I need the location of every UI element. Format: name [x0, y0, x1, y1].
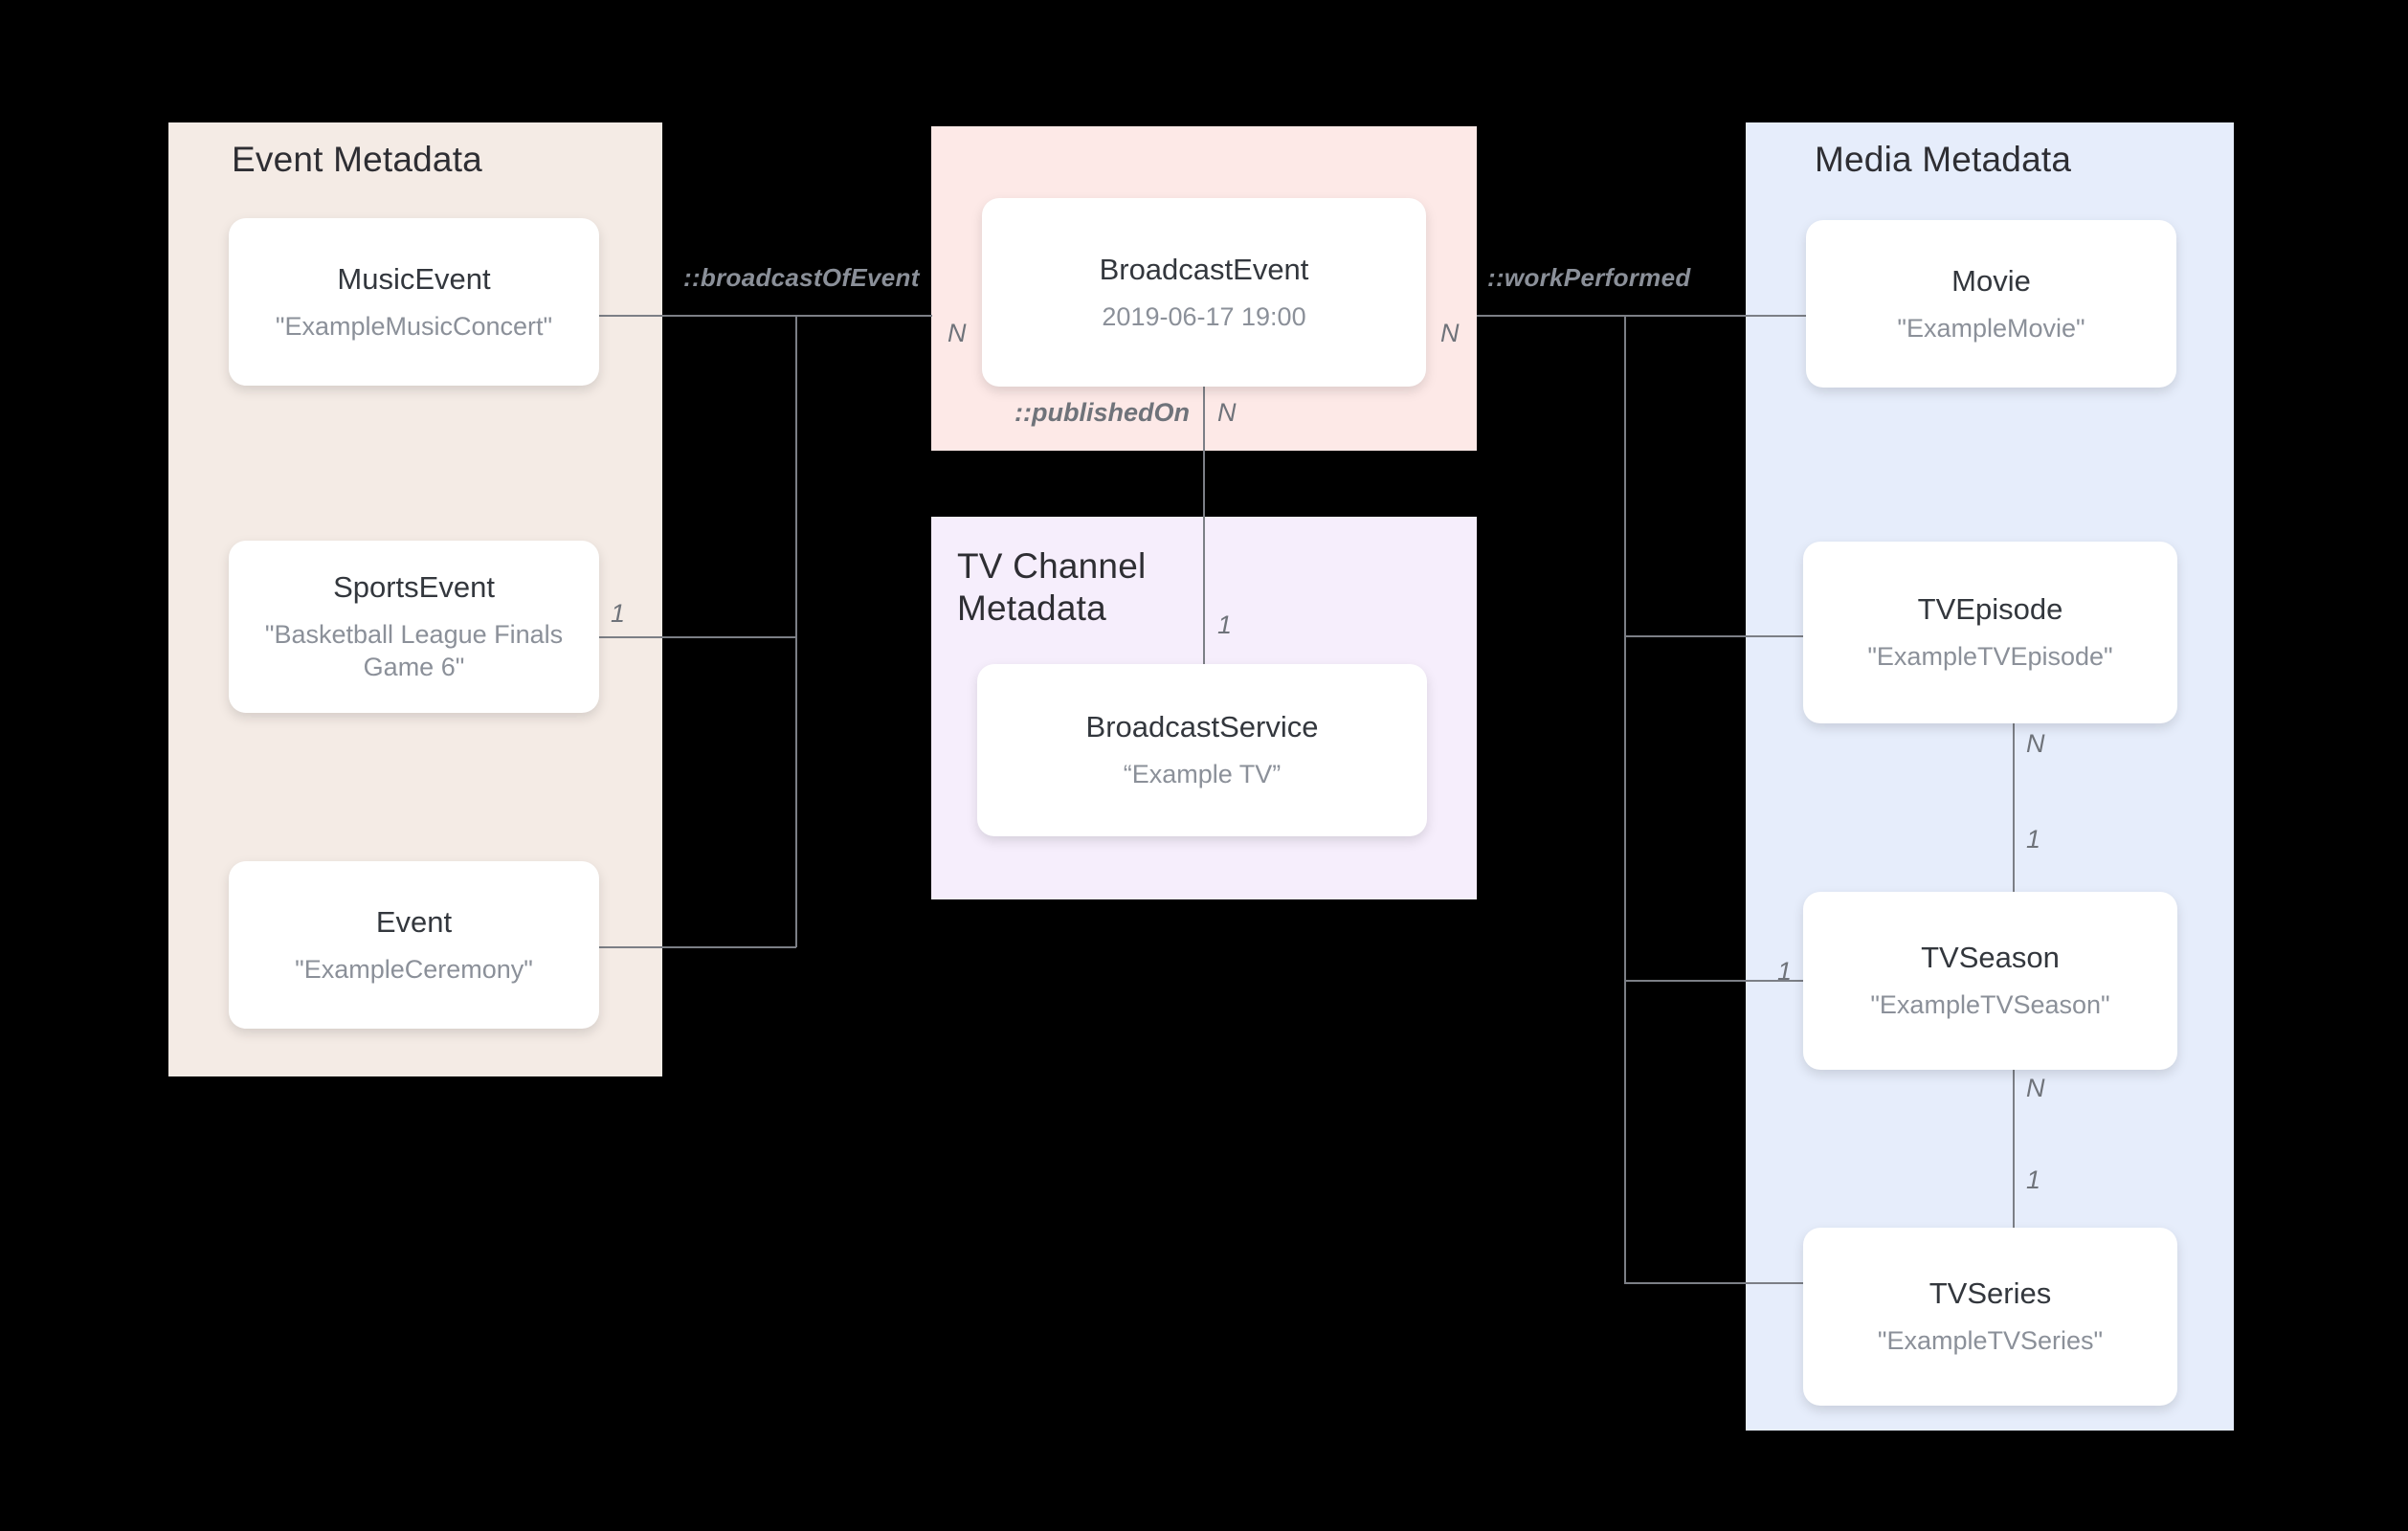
cardinality-broadcastevent-right: N	[1440, 319, 1460, 347]
node-tvepisode-title: TVEpisode	[1917, 592, 2063, 627]
cardinality-broadcastevent-left: N	[948, 319, 967, 347]
group-title-event-metadata: Event Metadata	[232, 140, 482, 179]
node-musicevent-title: MusicEvent	[337, 261, 491, 296]
node-tvepisode-value: "ExampleTVEpisode"	[1867, 642, 2113, 672]
relation-label-workperformed: ::workPerformed	[1487, 263, 1691, 292]
edge-sportsevent-trunk	[599, 636, 796, 638]
node-sportsevent-value: "Basketball League Finals Game 6"	[264, 619, 564, 682]
node-musicevent-value: "ExampleMusicConcert"	[275, 311, 553, 341]
cardinality-tvseason-n: N	[2026, 1074, 2045, 1102]
node-broadcastevent[interactable]: BroadcastEvent 2019-06-17 19:00	[982, 198, 1426, 387]
cardinality-tvepisode-n: N	[2026, 729, 2045, 758]
edge-publishedon-vertical	[1203, 387, 1205, 664]
node-sportsevent-title: SportsEvent	[333, 570, 495, 605]
edge-trunk-to-tvseason	[1624, 980, 1806, 982]
group-title-tv-channel-metadata: TV Channel Metadata	[957, 546, 1147, 628]
node-broadcastservice-title: BroadcastService	[1085, 710, 1319, 744]
node-broadcastevent-title: BroadcastEvent	[1099, 252, 1309, 286]
cardinality-broadcastevent-bottom: N	[1217, 398, 1237, 427]
node-tvseason-title: TVSeason	[1921, 941, 2060, 975]
node-movie-value: "ExampleMovie"	[1897, 313, 2085, 343]
node-tvseason-value: "ExampleTVSeason"	[1870, 990, 2110, 1020]
node-tvseries-title: TVSeries	[1929, 1276, 2052, 1311]
edge-workperformed-out	[1477, 315, 1626, 317]
cardinality-tvseason-left-one: 1	[1777, 957, 1793, 986]
node-event[interactable]: Event "ExampleCeremony"	[229, 861, 599, 1029]
cardinality-tvseason-top-one: 1	[2026, 825, 2041, 854]
edge-musicevent-trunk	[599, 315, 932, 317]
node-event-value: "ExampleCeremony"	[295, 954, 533, 984]
relation-label-broadcastofevent: ::broadcastOfEvent	[683, 263, 920, 292]
node-broadcastevent-value: 2019-06-17 19:00	[1102, 301, 1306, 331]
cardinality-broadcastservice: 1	[1217, 610, 1233, 639]
node-tvseries-value: "ExampleTVSeries"	[1877, 1326, 2104, 1356]
edge-event-vertical-trunk	[795, 315, 797, 947]
relation-label-publishedon: ::publishedOn	[1014, 398, 1190, 427]
cardinality-tvseries-one: 1	[2026, 1165, 2041, 1194]
node-tvseason[interactable]: TVSeason "ExampleTVSeason"	[1803, 892, 2177, 1070]
group-title-media-metadata: Media Metadata	[1815, 140, 2072, 179]
node-broadcastservice[interactable]: BroadcastService “Example TV”	[977, 664, 1427, 836]
node-movie-title: Movie	[1951, 263, 2031, 298]
node-broadcastservice-value: “Example TV”	[1123, 760, 1282, 789]
node-movie[interactable]: Movie "ExampleMovie"	[1806, 220, 2176, 388]
edge-media-vertical-trunk	[1624, 315, 1626, 1283]
node-musicevent[interactable]: MusicEvent "ExampleMusicConcert"	[229, 218, 599, 386]
edge-tvseason-tvseries	[2013, 1070, 2015, 1244]
edge-event-trunk	[599, 946, 796, 948]
node-tvseries[interactable]: TVSeries "ExampleTVSeries"	[1803, 1228, 2177, 1406]
edge-trunk-to-tvseries	[1624, 1282, 1806, 1284]
node-tvepisode[interactable]: TVEpisode "ExampleTVEpisode"	[1803, 542, 2177, 723]
edge-trunk-to-tvepisode	[1624, 635, 1806, 637]
node-event-title: Event	[375, 904, 453, 939]
edge-trunk-to-movie	[1624, 315, 1806, 317]
cardinality-sportsevent: 1	[611, 599, 626, 628]
edge-tvepisode-tvseason	[2013, 723, 2015, 896]
node-sportsevent[interactable]: SportsEvent "Basketball League Finals Ga…	[229, 541, 599, 713]
